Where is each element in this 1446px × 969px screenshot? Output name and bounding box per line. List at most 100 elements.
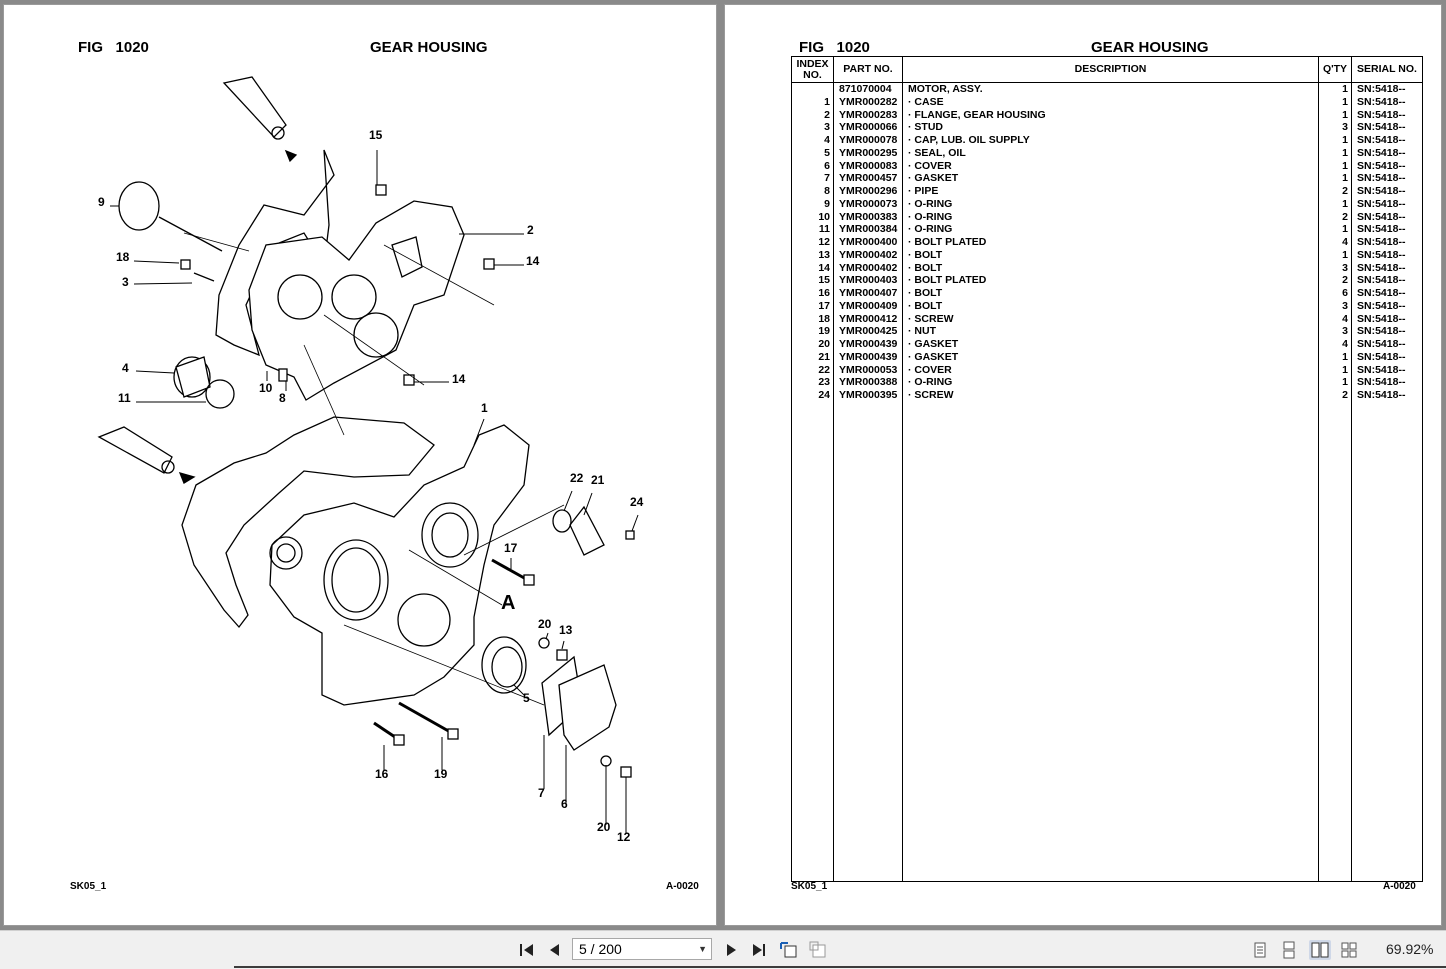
quantity-cell: 4 <box>1342 338 1348 350</box>
serial-number-cell: SN:5418-- <box>1357 172 1406 185</box>
page-title: GEAR HOUSING <box>1091 39 1209 56</box>
index-cell: 1 <box>824 95 830 108</box>
serial-number-cell: SN:5418-- <box>1357 134 1406 146</box>
scroll-view-icon[interactable] <box>1340 941 1358 959</box>
callout-7: 7 <box>538 786 545 800</box>
description-cell: · NUT <box>908 325 936 338</box>
zoom-level[interactable]: 69.92% <box>1386 941 1434 957</box>
grease-tube-icon <box>97 426 196 484</box>
previous-page-icon[interactable] <box>546 941 564 959</box>
serial-number-cell: SN:5418-- <box>1357 236 1406 248</box>
description-cell: · O-RING <box>908 223 953 236</box>
page-number-input[interactable]: 5 / 200 ▼ <box>572 938 712 960</box>
description-cell: · O-RING <box>908 210 953 223</box>
fit-width-icon[interactable] <box>809 941 827 959</box>
index-cell: 7 <box>824 172 830 185</box>
quantity-cell: 2 <box>1342 185 1348 197</box>
callout-8: 8 <box>279 391 286 405</box>
quantity-cell: 2 <box>1342 210 1348 223</box>
serial-number-cell: SN:5418-- <box>1357 108 1406 121</box>
serial-number-cell: SN:5418-- <box>1357 197 1406 210</box>
part-number-cell: YMR000425 <box>839 325 898 338</box>
callout-2: 2 <box>527 223 534 237</box>
index-cell: 8 <box>824 185 830 197</box>
part-number-cell: YMR000457 <box>839 172 898 185</box>
quantity-cell: 3 <box>1342 121 1348 134</box>
footer-right: A-0020 <box>666 881 699 892</box>
description-cell: · BOLT <box>908 261 943 274</box>
description-cell: · GASKET <box>908 350 959 363</box>
description-cell: · GASKET <box>908 172 959 185</box>
description-cell: · COVER <box>908 363 952 376</box>
part-number-cell: YMR000395 <box>839 389 898 401</box>
description-cell: · STUD <box>908 121 943 134</box>
callout-5: 5 <box>523 691 530 705</box>
col-header-description: DESCRIPTION <box>1074 63 1147 75</box>
description-cell: · FLANGE, GEAR HOUSING <box>908 108 1046 121</box>
quantity-cell: 1 <box>1342 350 1348 363</box>
viewer-toolbar: 5 / 200 ▼ 69.92% <box>0 930 1446 969</box>
callout-6: 6 <box>561 797 568 811</box>
serial-number-cell: SN:5418-- <box>1357 121 1406 134</box>
part-number-cell: YMR000388 <box>839 376 898 389</box>
description-cell: · O-RING <box>908 197 953 210</box>
index-cell: 13 <box>818 248 830 261</box>
two-page-view-icon[interactable] <box>1309 940 1331 960</box>
quantity-cell: 1 <box>1342 108 1348 121</box>
part-number-cell: YMR000083 <box>839 159 898 172</box>
description-cell: · BOLT <box>908 287 943 299</box>
index-cell: 14 <box>818 261 830 274</box>
page-number-text: 5 / 200 <box>579 941 622 957</box>
fit-page-icon[interactable] <box>780 941 798 959</box>
index-cell: 21 <box>818 350 830 363</box>
serial-number-cell: SN:5418-- <box>1357 248 1406 261</box>
quantity-cell: 3 <box>1342 325 1348 338</box>
index-cell: 15 <box>818 274 830 287</box>
horizontal-scrollbar[interactable] <box>234 966 1446 968</box>
quantity-cell: 1 <box>1342 134 1348 146</box>
serial-number-cell: SN:5418-- <box>1357 210 1406 223</box>
index-cell: 12 <box>818 236 830 248</box>
grease-tube-icon <box>222 76 298 163</box>
callout-23: 22 <box>570 471 584 485</box>
callout-24: 24 <box>630 495 644 509</box>
index-cell: 16 <box>818 287 830 299</box>
single-page-view-icon[interactable] <box>1251 941 1269 959</box>
serial-number-cell: SN:5418-- <box>1357 146 1406 159</box>
next-page-icon[interactable] <box>722 941 740 959</box>
quantity-cell: 3 <box>1342 299 1348 312</box>
part-number-cell: YMR000283 <box>839 108 898 121</box>
serial-number-cell: SN:5418-- <box>1357 83 1406 95</box>
continuous-view-icon[interactable] <box>1280 941 1298 959</box>
index-cell: 19 <box>818 325 830 338</box>
callout-11: 11 <box>118 391 131 405</box>
callout-14b: 14 <box>452 372 466 386</box>
serial-number-cell: SN:5418-- <box>1357 363 1406 376</box>
oil-cap-4 <box>173 356 211 398</box>
part-number-cell: 871070004 <box>839 83 892 95</box>
quantity-cell: 1 <box>1342 83 1348 95</box>
callout-20: 20 <box>597 820 611 834</box>
first-page-icon[interactable] <box>518 941 536 959</box>
description-cell: MOTOR, ASSY. <box>908 83 983 95</box>
col-header-index: INDEX NO. <box>796 57 829 81</box>
serial-number-cell: SN:5418-- <box>1357 299 1406 312</box>
serial-number-cell: SN:5418-- <box>1357 274 1406 287</box>
callout-17: 17 <box>504 541 518 555</box>
chevron-down-icon[interactable]: ▼ <box>698 944 707 954</box>
serial-number-cell: SN:5418-- <box>1357 389 1406 401</box>
last-page-icon[interactable] <box>750 941 768 959</box>
